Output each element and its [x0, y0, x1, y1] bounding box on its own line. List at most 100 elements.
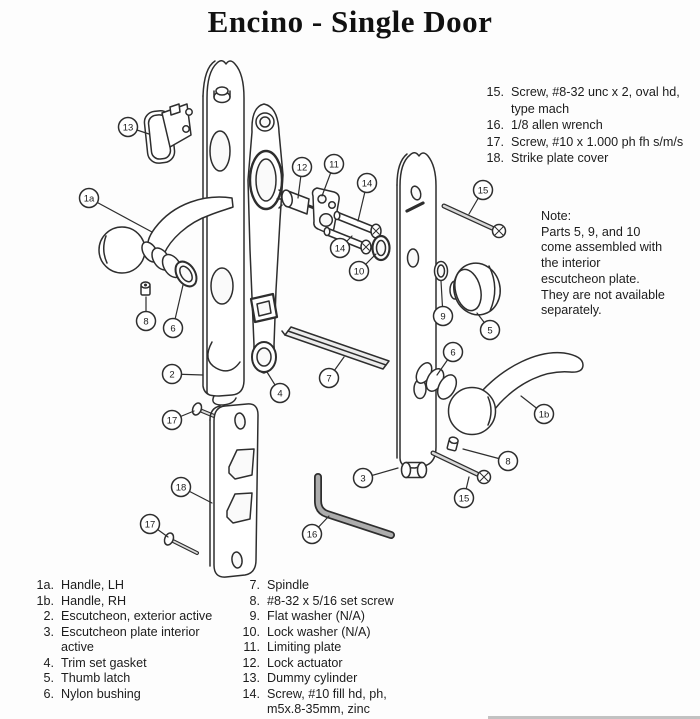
svg-text:14: 14 — [335, 243, 346, 254]
callout-8: 8 — [463, 449, 518, 471]
callout-9: 9 — [434, 281, 453, 326]
part-label: Screw, #10 fill hd, ph,m5x.8-35mm, zinc — [267, 686, 387, 717]
part-number: 16. — [486, 118, 504, 133]
oval-head-screws-drawing — [433, 206, 506, 484]
part-number: 6. — [43, 686, 54, 701]
svg-text:10: 10 — [354, 266, 365, 277]
svg-text:4: 4 — [277, 388, 282, 399]
note-line: They are not available — [541, 287, 665, 302]
part-number: 17. — [486, 134, 504, 149]
part-number: 5. — [43, 671, 54, 685]
part-number: 4. — [43, 655, 54, 670]
strike-plate-cover-drawing — [210, 404, 258, 577]
callout-5: 5 — [477, 313, 500, 340]
part-label: Limiting plate — [267, 640, 342, 654]
svg-text:18: 18 — [176, 482, 187, 493]
svg-text:15: 15 — [478, 185, 489, 196]
part-label: Dummy cylinder — [267, 671, 358, 685]
part-number: 11. — [243, 640, 260, 654]
part-label: #8-32 x 5/16 set screw — [267, 593, 394, 608]
parts-list-item: 4.Trim set gasket — [30, 656, 258, 672]
part-number: 7. — [249, 578, 260, 592]
part-number: 3. — [43, 624, 54, 639]
note-line: the interior — [541, 256, 601, 271]
parts-list-item: 12.Lock actuator — [236, 656, 458, 672]
parts-list-item: 11. Limiting plate — [236, 640, 458, 656]
part-label: Nylon bushing — [61, 686, 141, 701]
lock-washer-drawing — [373, 236, 390, 260]
part-label: Lock washer (N/A) — [267, 624, 371, 639]
parts-list-15-18: 15. Screw, #8-32 unc x 2, oval hd,type ma… — [482, 84, 698, 167]
part-number: 15. — [486, 85, 504, 99]
parts-list-item: 9. Flat washer (N/A) — [236, 609, 458, 625]
parts-list-item: 1b.Handle, RH — [30, 594, 258, 610]
callout-17: 17 — [141, 515, 169, 538]
callout-4: 4 — [267, 372, 290, 403]
svg-text:14: 14 — [362, 178, 373, 189]
part-label: Screw, #10 x 1.000 ph fh s/m/s — [511, 134, 684, 149]
callout-18: 18 — [172, 478, 213, 504]
parts-list-item: 16. 1/8 allen wrench — [482, 117, 698, 134]
set-screw-right-drawing — [447, 436, 459, 451]
note-line: come assembled with — [541, 240, 663, 255]
set-screw-left-drawing — [141, 282, 150, 295]
handle-lh-drawing — [99, 197, 233, 281]
parts-list-item: 2.Escutcheon, exterior active — [30, 609, 258, 625]
part-label: Spindle — [267, 578, 310, 592]
callout-6: 6 — [164, 285, 184, 338]
svg-text:2: 2 — [169, 369, 174, 380]
machine-screws-drawing — [324, 212, 381, 254]
svg-text:17: 17 — [167, 415, 178, 426]
callout-12: 12 — [293, 158, 312, 199]
svg-text:7: 7 — [326, 373, 331, 384]
parts-list-item: 17. Screw, #10 x 1.000 ph fh s/m/s — [482, 134, 698, 151]
part-number: 1b. — [36, 593, 54, 608]
part-label: Strike plate cover — [511, 151, 609, 166]
svg-text:17: 17 — [145, 519, 156, 530]
svg-text:8: 8 — [143, 316, 148, 327]
callout-16: 16 — [303, 516, 330, 544]
parts-list-item: 8.#8-32 x 5/16 set screw — [236, 594, 458, 610]
parts-list-item: 18. Strike plate cover — [482, 150, 698, 167]
part-number: 18. — [486, 151, 504, 166]
callout-1b: 1b — [521, 396, 554, 424]
svg-text:11: 11 — [329, 159, 339, 170]
allen-wrench-drawing — [318, 477, 391, 535]
page-title: Encino - Single Door — [207, 4, 493, 39]
parts-list-item: 13. Dummy cylinder — [236, 671, 458, 687]
parts-list-item: 5.Thumb latch — [30, 671, 258, 687]
part-number: 2. — [43, 609, 54, 623]
nylon-bushing-left-drawing — [171, 258, 201, 290]
exterior-escutcheon-drawing — [203, 61, 244, 405]
svg-text:15: 15 — [459, 493, 470, 504]
part-number: 14. — [242, 686, 260, 701]
part-label: Handle, LH — [61, 578, 125, 592]
note-line: separately. — [541, 303, 602, 318]
interior-escutcheon-drawing — [397, 153, 436, 478]
note-line: escutcheon plate. — [541, 271, 640, 286]
callout-7: 7 — [320, 357, 345, 388]
lock-actuator-drawing — [277, 189, 314, 214]
callout-14: 14 — [358, 174, 377, 222]
part-number: 1a. — [36, 578, 54, 592]
parts-list-item: 6. Nylon bushing — [30, 687, 258, 703]
part-number: 12. — [242, 655, 260, 670]
part-number: 13. — [242, 671, 260, 685]
dummy-cylinder-drawing — [143, 104, 192, 164]
callout-10: 10 — [350, 254, 377, 281]
parts-list-item: 7. Spindle — [236, 578, 458, 594]
thumb-latch-drawing — [448, 258, 505, 320]
callout-14: 14 — [331, 236, 353, 258]
part-label: Screw, #8-32 unc x 2, oval hd,type mach — [511, 85, 680, 116]
parts-list-item: 1a. Handle, LH — [30, 578, 258, 594]
part-number: 9. — [249, 609, 260, 623]
part-label: Flat washer (N/A) — [267, 609, 365, 623]
callout-17: 17 — [163, 411, 195, 430]
svg-text:5: 5 — [487, 325, 492, 336]
part-label: 1/8 allen wrench — [511, 118, 603, 133]
